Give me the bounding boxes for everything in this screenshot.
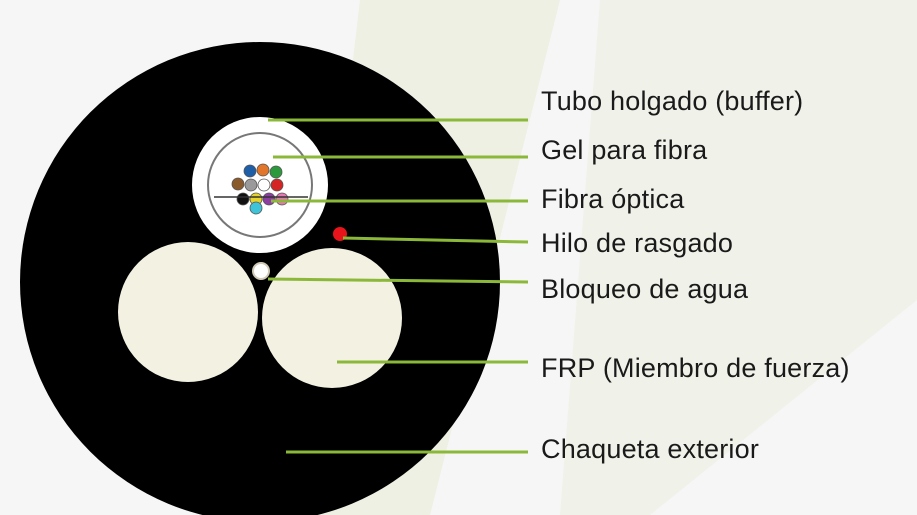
leader-line-ripcord (342, 236, 529, 244)
optical-fiber (249, 201, 263, 215)
optical-fibers-group (231, 163, 289, 215)
optical-fiber (236, 192, 250, 206)
label-optical-fiber: Fibra óptica (541, 184, 685, 214)
optical-fiber (231, 177, 245, 191)
label-outer-jacket: Chaqueta exterior (541, 434, 760, 464)
label-water-blocking: Bloqueo de agua (541, 274, 749, 304)
background-accent-shape-right (560, 0, 917, 515)
label-ripcord: Hilo de rasgado (541, 228, 734, 258)
optical-fiber (257, 178, 271, 192)
loose-tube-inner-wall (207, 132, 313, 238)
optical-fiber (256, 163, 270, 177)
optical-fiber (244, 178, 258, 192)
frp-left (118, 242, 258, 382)
leader-line-water-blocking (267, 277, 529, 284)
optical-fiber (275, 192, 289, 206)
optical-fiber (243, 164, 257, 178)
label-frp: FRP (Miembro de fuerza) (541, 353, 850, 383)
water-blocking-yarn (252, 262, 270, 280)
leader-lines-group (267, 118, 529, 454)
optical-fiber (269, 165, 283, 179)
frp-right (262, 248, 402, 388)
label-loose-tube: Tubo holgado (buffer) (541, 86, 804, 116)
optical-fiber (270, 178, 284, 192)
label-fiber-gel: Gel para fibra (541, 135, 708, 165)
optical-fiber (262, 192, 276, 206)
